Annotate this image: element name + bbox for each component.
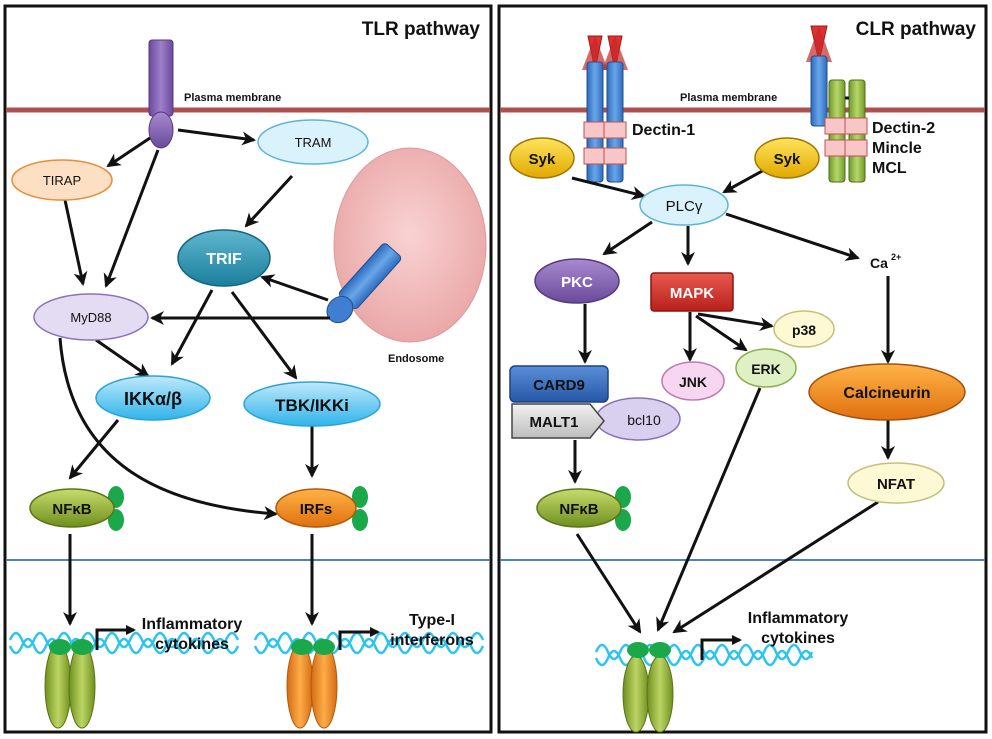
svg-text:TRAM: TRAM [295, 135, 332, 150]
dectin2-label: Dectin-2 [872, 120, 935, 137]
svg-text:ERK: ERK [751, 361, 781, 377]
arrow-myd88-irfs [58, 337, 278, 521]
tlr-dna-left [8, 631, 240, 655]
svg-text:PKC: PKC [561, 274, 593, 291]
tirap-node: TIRAP [11, 159, 113, 201]
clr-nfkb-dna-complex [622, 642, 674, 733]
arrow-trif-ikk [170, 289, 214, 366]
svg-text:bcl10: bcl10 [627, 412, 661, 428]
arrow-syk-right-plcg [722, 168, 765, 194]
tbk-node: TBK/IKKi [243, 381, 381, 427]
p38-node: p38 [773, 310, 835, 348]
mcl-label: MCL [872, 160, 907, 177]
arrow-erk-nucleus [656, 387, 762, 632]
pkc-node: PKC [534, 258, 620, 304]
tlr-output-inflammatory-2: cytokines [155, 636, 229, 653]
svg-text:NFAT: NFAT [877, 476, 915, 493]
dectin1-label: Dectin-1 [632, 122, 695, 139]
myd88-node: MyD88 [33, 293, 149, 341]
tlr-panel-frame [3, 4, 493, 734]
tlr-output-typei-2: interferons [390, 632, 474, 649]
arrow-receptor-myd88 [103, 149, 160, 288]
svg-text:NFκB: NFκB [559, 501, 598, 518]
calcineurin-node: Calcineurin [808, 363, 966, 421]
arrow-tram-trif [244, 174, 294, 228]
ca-node: Ca 2+ [870, 252, 901, 271]
arrow-nfat-nucleus [672, 500, 879, 634]
tram-node: TRAM [257, 119, 369, 165]
svg-text:TBK/IKKi: TBK/IKKi [275, 396, 349, 415]
arrow-plcg-pkc [602, 220, 653, 256]
clr-transcription-arrow [700, 635, 742, 660]
arrow-tirap-myd88 [63, 199, 88, 286]
svg-text:TIRAP: TIRAP [43, 173, 81, 188]
plcg-node: PLCγ [639, 184, 729, 226]
svg-text:PLCγ: PLCγ [666, 198, 703, 215]
tlr-receptor [148, 39, 174, 149]
svg-text:TRIF: TRIF [206, 251, 242, 268]
tlr-nfkb-node: NFκB [29, 486, 124, 531]
arrow-ikk-nfkb [68, 419, 120, 480]
arrow-mapk-erk [695, 314, 748, 352]
dectin2-mincle-receptor [806, 25, 868, 183]
tlr-membrane-label: Plasma membrane [184, 92, 281, 104]
tlr-arrows [58, 128, 330, 626]
clr-output-inflammatory-1: Inflammatory [748, 610, 849, 627]
arrow-mapk-p38 [697, 312, 774, 331]
syk-right-node: Syk [754, 137, 820, 179]
clr-membrane-label: Plasma membrane [680, 92, 777, 104]
trif-node: TRIF [177, 229, 271, 287]
nfat-node: NFAT [847, 462, 945, 504]
mapk-node: MAPK [650, 272, 734, 312]
arrow-endosome-trif [260, 274, 329, 302]
svg-text:Ca: Ca [870, 255, 888, 271]
jnk-node: JNK [661, 361, 725, 401]
tlr-transcription-arrows [95, 625, 380, 650]
clr-title: CLR pathway [856, 19, 977, 40]
svg-text:NFκB: NFκB [52, 501, 91, 518]
arrow-receptor-tram [177, 128, 256, 146]
svg-text:MAPK: MAPK [670, 285, 714, 302]
ikk-node: IKKα/β [95, 375, 211, 421]
endosome-label: Endosome [388, 353, 444, 365]
mincle-label: Mincle [872, 140, 922, 157]
arrow-syk-left-plcg [571, 176, 646, 200]
svg-text:MALT1: MALT1 [530, 414, 579, 431]
endosome [333, 147, 487, 343]
tlr-output-typei-1: Type-I [409, 612, 455, 629]
arrow-myd88-ikk [95, 338, 150, 378]
irf-dna-complex [286, 639, 338, 729]
svg-text:JNK: JNK [679, 374, 707, 390]
svg-text:IRFs: IRFs [300, 501, 333, 518]
arrow-receptor-tirap [106, 136, 151, 168]
clr-nfkb-node: NFκB [536, 486, 631, 531]
arrow-trif-tbk [230, 291, 298, 380]
svg-text:Syk: Syk [774, 151, 801, 168]
svg-text:Syk: Syk [529, 151, 556, 168]
tlr-title: TLR pathway [362, 19, 481, 40]
svg-text:p38: p38 [792, 322, 816, 338]
clr-arrows [568, 168, 895, 634]
tlr-output-inflammatory-1: Inflammatory [142, 616, 243, 633]
dectin1-receptor [582, 35, 628, 183]
card9-bcl10-malt1-complex: CARD9 bcl10 MALT1 [509, 365, 681, 441]
syk-left-node: Syk [509, 137, 575, 179]
svg-text:CARD9: CARD9 [533, 377, 585, 394]
tlr-nfkb-dna-complex [44, 639, 96, 729]
endosomal-tlr-receptor [326, 243, 402, 324]
svg-text:Calcineurin: Calcineurin [843, 385, 930, 402]
erk-node: ERK [735, 348, 797, 388]
svg-text:IKKα/β: IKKα/β [124, 389, 182, 409]
svg-text:MyD88: MyD88 [70, 310, 111, 325]
svg-text:2+: 2+ [891, 252, 901, 262]
clr-output-inflammatory-2: cytokines [761, 630, 835, 647]
irfs-node: IRFs [275, 486, 368, 531]
arrow-clr-nfkb-nucleus [575, 533, 642, 634]
arrow-plcg-ca [725, 212, 860, 261]
